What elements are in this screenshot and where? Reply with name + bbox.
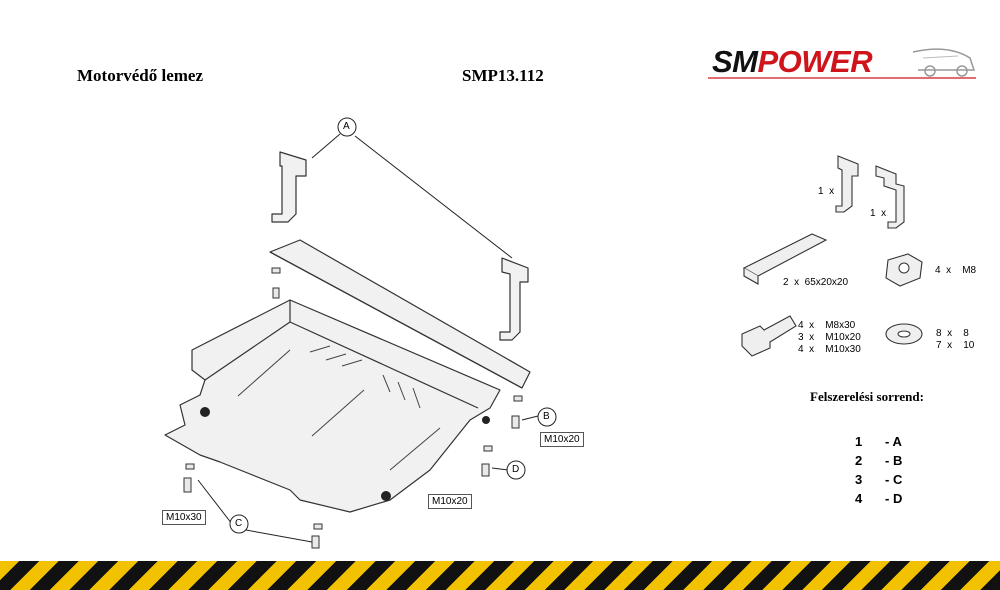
callout-b: B	[543, 411, 550, 422]
skid-plate	[164, 299, 501, 513]
logo-wordmark: SMPOWER	[712, 44, 873, 80]
qty-washer-1: 8 x 8	[936, 328, 969, 339]
bolt-label-c: M10x30	[162, 510, 206, 525]
qty-bracket-right: 1 x	[870, 208, 887, 219]
bolt-label-d: M10x20	[428, 494, 472, 509]
qty-bolt-3: 4 x M10x30	[798, 344, 861, 355]
document-title: Motorvédő lemez	[77, 66, 204, 85]
part-bracket-1	[835, 155, 859, 213]
callout-a: A	[343, 121, 350, 132]
logo-car-swoosh-icon	[708, 48, 976, 79]
part-bolt	[741, 325, 771, 357]
qty-plate: 2 x 65x20x20	[783, 277, 849, 288]
qty-nut: 4 x M8	[935, 265, 977, 276]
qty-bracket-left: 1 x	[818, 186, 835, 197]
smpower-logo	[708, 40, 978, 85]
qty-bolt-2: 3 x M10x20	[798, 332, 861, 343]
bolt-label-b: M10x20	[540, 432, 584, 447]
hazard-stripe-footer	[0, 561, 1000, 590]
left-bracket	[271, 151, 307, 223]
sequence-title: Felszerelési sorrend:	[810, 389, 924, 404]
qty-washer-2: 7 x 10	[936, 340, 975, 351]
callout-d: D	[512, 464, 520, 475]
callout-c: C	[235, 518, 243, 529]
logo-power: POWER	[757, 44, 873, 79]
part-plate	[742, 233, 828, 277]
qty-bolt-1: 4 x M8x30	[798, 320, 856, 331]
right-bracket	[499, 257, 529, 341]
part-bracket-2	[875, 165, 905, 229]
part-number: SMP13.112	[462, 66, 544, 85]
logo-sm: SM	[712, 44, 758, 79]
